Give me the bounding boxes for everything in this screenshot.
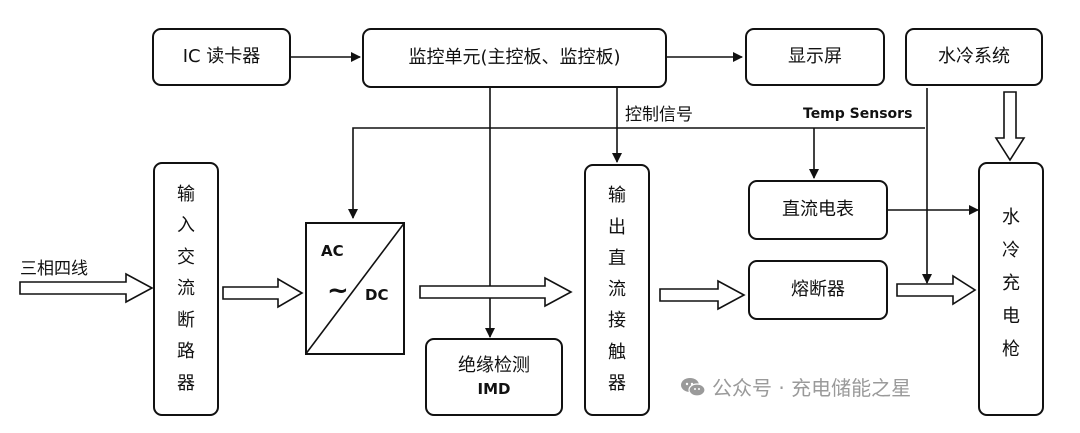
- display-box: 显示屏: [745, 28, 885, 86]
- fuse-label: 熔断器: [791, 278, 845, 300]
- dc-meter-box: 直流电表: [748, 180, 888, 240]
- dc-meter-label: 直流电表: [782, 198, 854, 220]
- input-breaker-box: 输 入 交 流 断 路 器: [153, 162, 219, 416]
- insulation-detect-label: 绝缘检测: [458, 355, 530, 377]
- hollow-arrow-cooling-to-gun: [994, 91, 1026, 162]
- ac-label: AC: [321, 242, 344, 260]
- temp-sensor-bus: [348, 127, 925, 219]
- hollow-arrow-breaker-to-converter: [222, 277, 304, 309]
- watermark-text: 公众号 · 充电储能之星: [712, 376, 912, 400]
- temp-sensors-label: Temp Sensors: [803, 106, 913, 122]
- ic-reader-label: IC 读卡器: [182, 45, 261, 67]
- wechat-icon: [680, 377, 706, 397]
- output-contactor-box: 输 出 直 流 接 触 器: [584, 164, 650, 416]
- watermark: 公众号 · 充电储能之星: [680, 372, 911, 401]
- hollow-arrow-three-phase: [19, 272, 154, 304]
- tilde-symbol: ~: [327, 276, 349, 306]
- insulation-detect-box: 绝缘检测 IMD: [425, 338, 563, 416]
- display-label: 显示屏: [788, 45, 842, 67]
- hollow-arrow-converter-to-contactor: [419, 276, 573, 308]
- control-signal-label: 控制信号: [625, 105, 693, 125]
- water-cooling-system-box: 水冷系统: [905, 28, 1043, 86]
- monitor-unit-label: 监控单元(主控板、监控板): [408, 46, 621, 68]
- fuse-box: 熔断器: [748, 260, 888, 320]
- ac-dc-converter: AC ~ DC: [305, 222, 405, 355]
- monitor-unit-box: 监控单元(主控板、监控板): [362, 28, 667, 88]
- dc-label: DC: [365, 286, 389, 304]
- hollow-arrow-contactor-to-fuse: [659, 279, 746, 311]
- water-cooled-gun-box: 水 冷 充 电 枪: [978, 162, 1044, 416]
- water-cooling-system-label: 水冷系统: [938, 45, 1010, 67]
- ic-reader-box: IC 读卡器: [152, 28, 291, 86]
- three-phase-label: 三相四线: [20, 259, 88, 279]
- hollow-arrow-fuse-to-gun: [896, 274, 977, 306]
- imd-label: IMD: [477, 379, 511, 398]
